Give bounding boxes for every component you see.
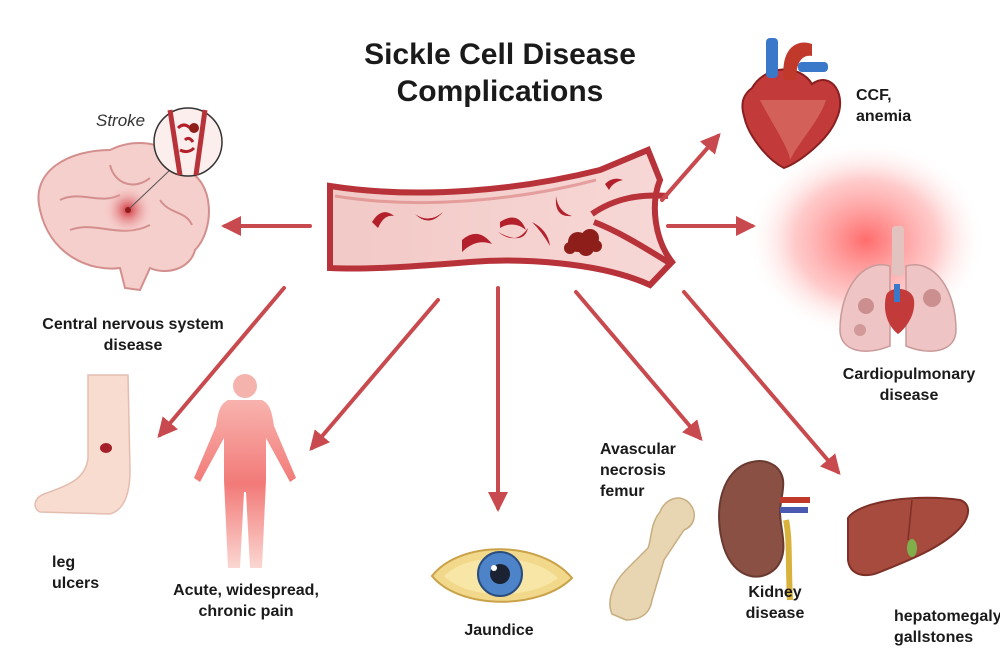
title-line-2: Complications (396, 75, 604, 108)
lungs-illustration (839, 226, 957, 352)
sickle-cells (372, 178, 623, 252)
liver-illustration (847, 496, 969, 577)
femur-illustration (609, 497, 695, 621)
kidney-illustration (718, 460, 810, 601)
arrow-to-femur (574, 290, 703, 442)
clot (564, 229, 602, 256)
label-ccf-anemia: CCF, anemia (856, 87, 912, 125)
label-cns: Central nervous system disease (42, 316, 224, 354)
title-line-1: Sickle Cell Disease (364, 38, 636, 71)
stroke-magnifier (153, 107, 223, 177)
eye-illustration (430, 548, 574, 603)
arrows (157, 132, 841, 512)
label-stroke: Stroke (96, 111, 146, 130)
label-pain: Acute, widespread, chronic pain (173, 582, 319, 620)
label-cardiopulmonary: Cardiopulmonary disease (842, 366, 976, 404)
label-avascular-necrosis: Avascular necrosis femur (600, 441, 676, 500)
arrow-to-leg (157, 286, 286, 439)
arrow-to-liver (682, 290, 841, 476)
label-leg-ulcers: leg ulcers (52, 554, 100, 592)
arrow-to-pain (309, 298, 440, 452)
label-kidney: Kidney disease (745, 584, 805, 622)
heart-illustration (741, 38, 842, 170)
leg-illustration (34, 374, 131, 515)
blood-vessel (327, 146, 676, 289)
brain-illustration (37, 141, 210, 292)
diagram-title: Sickle Cell Disease Complications (330, 36, 670, 110)
label-hepatomegaly: hepatomegaly, gallstones (894, 608, 1000, 646)
pain-body-illustration (194, 374, 296, 568)
label-jaundice: Jaundice (464, 622, 534, 639)
arrow-to-heart (660, 132, 721, 202)
